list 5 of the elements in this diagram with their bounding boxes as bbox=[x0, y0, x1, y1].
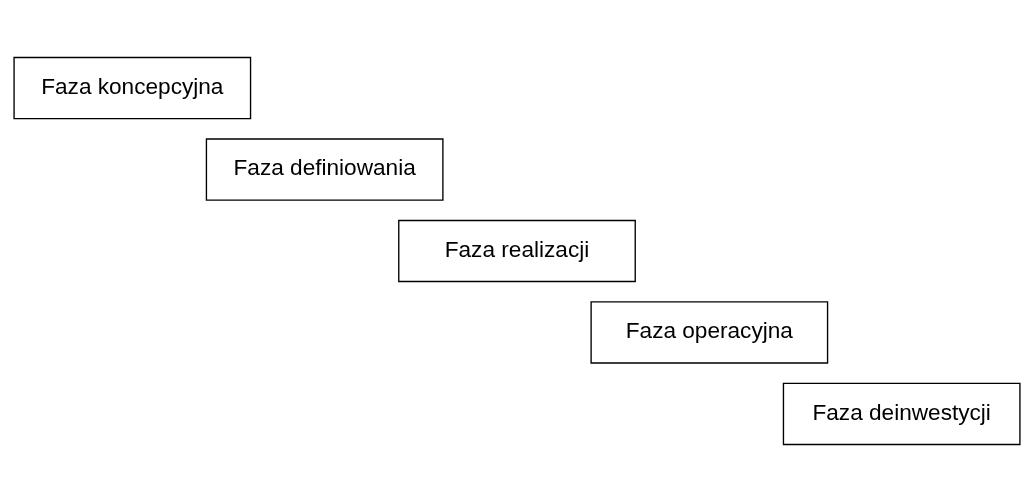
node-box: Faza definiowania bbox=[205, 137, 444, 201]
node-box: Faza operacyjna bbox=[589, 300, 828, 364]
node-box: Faza koncepcyjna bbox=[12, 56, 251, 119]
node-box: Faza deinwestycji bbox=[782, 382, 1021, 445]
node-box: Faza realizacji bbox=[397, 219, 636, 282]
